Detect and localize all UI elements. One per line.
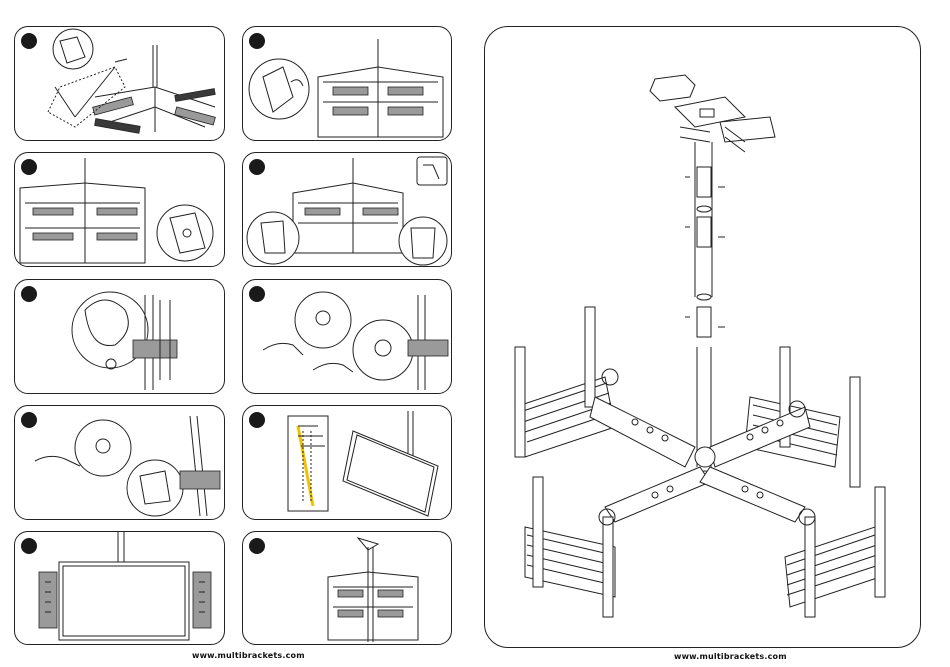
step-7-panel (14, 405, 225, 520)
step-9-panel (14, 531, 225, 645)
step-2-panel (242, 26, 452, 141)
footer-url-right[interactable]: www.multibrackets.com (674, 652, 787, 661)
step-8-panel (242, 405, 452, 520)
step-5-illustration (15, 280, 225, 394)
step-10-illustration (243, 532, 452, 645)
step-6-illustration (243, 280, 452, 394)
exploded-assembly-panel (484, 26, 921, 648)
step-badge (249, 412, 265, 428)
step-3-illustration (15, 153, 225, 267)
step-6-panel (242, 279, 452, 394)
step-4-illustration (243, 153, 452, 267)
step-4-panel (242, 152, 452, 267)
step-1-illustration (15, 27, 225, 141)
step-7-illustration (15, 406, 225, 520)
step-2-illustration (243, 27, 452, 141)
step-8-illustration (243, 406, 452, 520)
step-badge (249, 538, 265, 554)
step-9-illustration (15, 532, 225, 645)
step-10-panel (242, 531, 452, 645)
step-1-panel (14, 26, 225, 141)
step-badge (249, 33, 265, 49)
step-3-panel (14, 152, 225, 267)
step-badge (21, 33, 37, 49)
step-badge (249, 286, 265, 302)
step-badge (21, 286, 37, 302)
step-5-panel (14, 279, 225, 394)
step-badge (21, 538, 37, 554)
exploded-assembly-illustration (485, 27, 921, 648)
step-badge (21, 412, 37, 428)
step-badge (21, 159, 37, 175)
step-badge (249, 159, 265, 175)
footer-url-left[interactable]: www.multibrackets.com (192, 651, 305, 660)
